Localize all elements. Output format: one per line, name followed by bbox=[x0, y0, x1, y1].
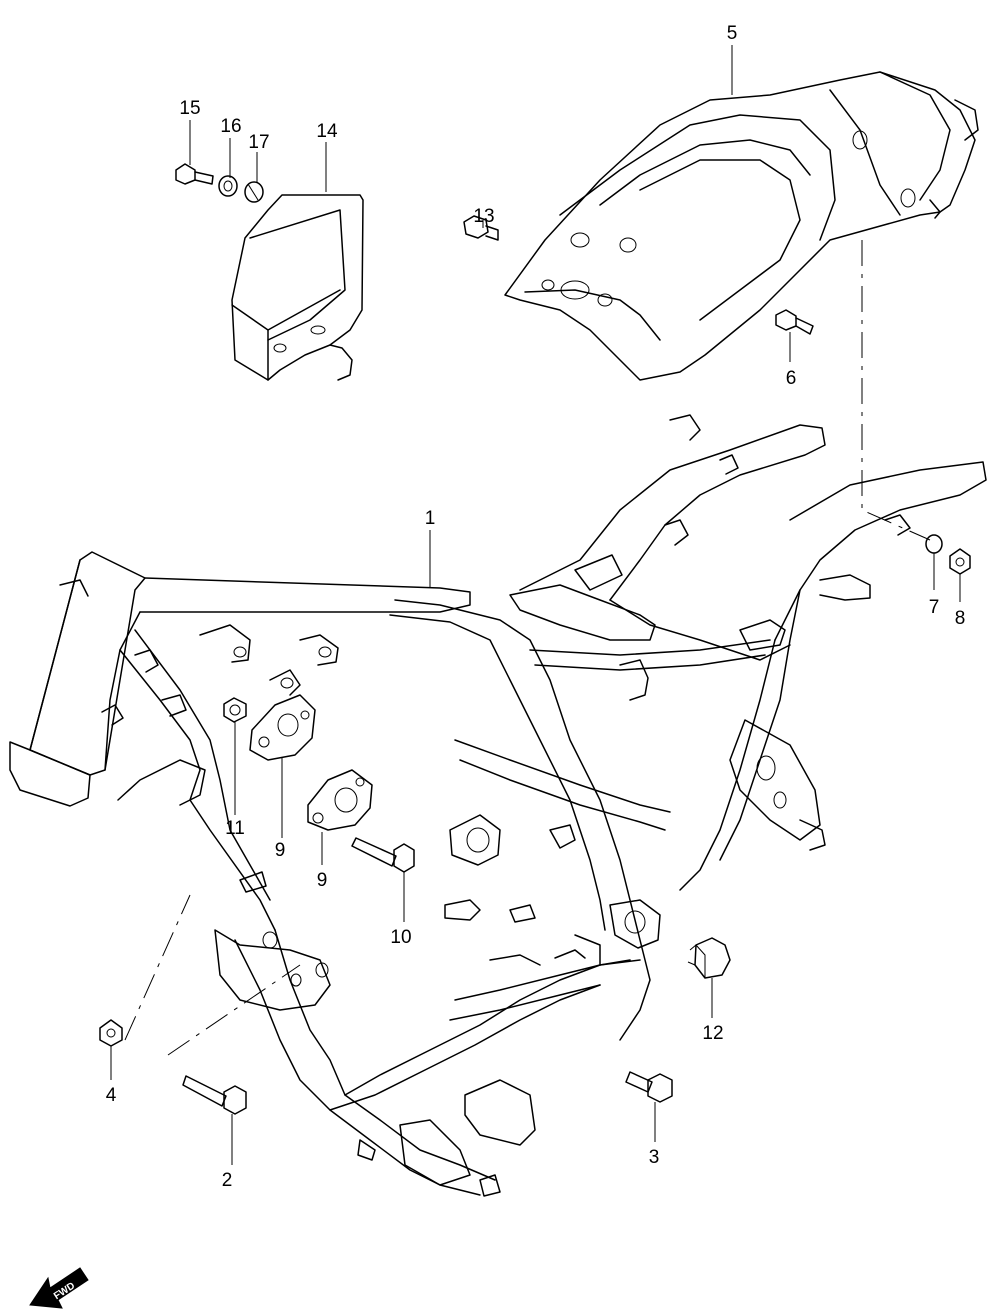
nut-4 bbox=[99, 1019, 123, 1047]
callout-17: 17 bbox=[248, 132, 269, 153]
callout-12: 12 bbox=[702, 1023, 723, 1044]
callout-5: 5 bbox=[727, 23, 738, 44]
bolt-13 bbox=[463, 215, 499, 241]
bolt-6 bbox=[775, 309, 814, 335]
bolt-2 bbox=[182, 1075, 247, 1115]
bracket-box-part-14 bbox=[231, 194, 364, 381]
callout-14: 14 bbox=[316, 121, 338, 142]
callout-3: 3 bbox=[649, 1147, 660, 1168]
mounting-guide-lines bbox=[124, 240, 931, 1056]
callout-11: 11 bbox=[225, 818, 245, 839]
bracket-plate-9a bbox=[249, 694, 316, 761]
washer-16 bbox=[218, 175, 238, 197]
rear-fender-part-5 bbox=[504, 71, 979, 381]
callout-16: 16 bbox=[220, 116, 241, 137]
nut-8 bbox=[949, 548, 971, 575]
bolt-15 bbox=[175, 163, 214, 185]
bracket-plate-9b bbox=[307, 769, 373, 831]
callout-4: 4 bbox=[106, 1085, 117, 1106]
bolt-10 bbox=[351, 837, 415, 873]
callout-6: 6 bbox=[786, 368, 797, 389]
washer-7 bbox=[925, 534, 943, 554]
bolt-3 bbox=[625, 1071, 673, 1103]
callout-10: 10 bbox=[390, 927, 411, 948]
callout-9b: 9 bbox=[317, 870, 328, 891]
fwd-arrow-icon: FWD bbox=[29, 1267, 89, 1309]
collar-17 bbox=[244, 181, 264, 203]
callout-labels: 1 2 3 4 5 6 7 8 9 9 10 11 12 13 14 15 16… bbox=[106, 23, 966, 1191]
callout-7: 7 bbox=[929, 597, 940, 618]
callout-8: 8 bbox=[955, 608, 966, 629]
callout-15: 15 bbox=[179, 98, 200, 119]
cap-12 bbox=[687, 937, 731, 979]
nut-11 bbox=[223, 697, 247, 723]
callout-9a: 9 bbox=[275, 840, 286, 861]
frame-part-1 bbox=[9, 414, 987, 1197]
callout-2: 2 bbox=[222, 1170, 233, 1191]
leader-lines bbox=[110, 45, 961, 1165]
callout-1: 1 bbox=[425, 508, 436, 529]
callout-13: 13 bbox=[473, 206, 494, 227]
